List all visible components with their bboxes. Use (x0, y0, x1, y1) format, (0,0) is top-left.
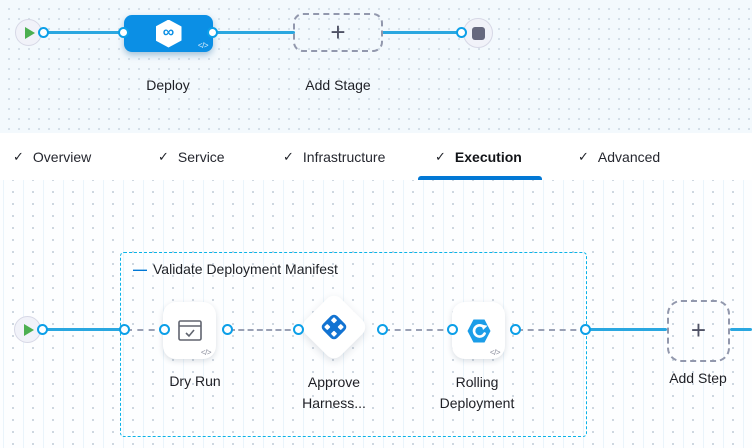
execution-canvas (0, 180, 752, 448)
step-node-rolling-deployment[interactable]: </> (452, 302, 505, 359)
code-view-icon: </> (197, 41, 209, 50)
connector-port[interactable] (293, 324, 304, 335)
connector-port[interactable] (207, 27, 218, 38)
connector-port[interactable] (456, 27, 467, 38)
collapse-minus-icon[interactable]: — (133, 261, 147, 277)
tab-label: Advanced (597, 148, 661, 165)
add-step-label: Add Step (669, 370, 727, 386)
rolling-deployment-icon (467, 319, 490, 342)
play-icon (24, 323, 34, 336)
connector-port[interactable] (222, 324, 233, 335)
connector-line (384, 329, 454, 331)
step-label-line: Rolling (455, 374, 499, 390)
tab-label: Overview (32, 148, 92, 165)
deploy-stage-icon: ∞ (155, 19, 182, 48)
connector-line (40, 328, 122, 331)
code-view-icon: </> (200, 348, 212, 357)
step-group-box (120, 252, 587, 437)
check-icon: ✓ (435, 148, 446, 164)
active-tab-underline (418, 176, 542, 180)
tab-service[interactable]: ✓ Service (158, 133, 225, 180)
connector-line (126, 329, 166, 331)
harness-approval-icon (321, 314, 347, 340)
connector-port[interactable] (510, 324, 521, 335)
add-step-button[interactable]: + (667, 300, 730, 362)
tab-label: Execution (454, 148, 522, 165)
infinity-glyph: ∞ (162, 23, 175, 41)
step-label-dry-run: Dry Run (169, 373, 221, 389)
check-icon: ✓ (158, 148, 169, 164)
connector-port[interactable] (37, 324, 48, 335)
play-icon (25, 26, 35, 39)
plus-icon: + (690, 315, 707, 345)
step-label-line: Deployment (439, 395, 515, 411)
connector-line (213, 31, 295, 34)
step-node-dry-run[interactable]: </> (163, 302, 216, 359)
stage-config-tab-bar: ✓ Overview ✓ Service ✓ Infrastructure ✓ … (0, 133, 752, 180)
stage-node-deploy[interactable]: ∞ </> (124, 15, 213, 52)
tab-advanced[interactable]: ✓ Advanced (578, 133, 660, 180)
tab-label: Service (177, 148, 225, 165)
connector-port[interactable] (447, 324, 458, 335)
tab-execution[interactable]: ✓ Execution (435, 133, 522, 180)
connector-line (229, 329, 300, 331)
connector-line (588, 328, 667, 331)
connector-port[interactable] (159, 324, 170, 335)
add-stage-label: Add Stage (305, 77, 371, 93)
connector-line (730, 328, 752, 331)
connector-port[interactable] (118, 27, 129, 38)
pipeline-end-node (463, 18, 493, 48)
dry-run-icon (177, 319, 202, 341)
step-node-approve[interactable] (298, 291, 370, 363)
step-label-rolling: Rolling Deployment (427, 372, 527, 414)
connector-line (42, 31, 124, 34)
add-stage-button[interactable]: + (293, 13, 383, 52)
connector-line (517, 329, 587, 331)
connector-port[interactable] (580, 324, 591, 335)
pipeline-start-node (15, 19, 42, 46)
stop-icon (471, 26, 485, 40)
connector-port[interactable] (38, 27, 49, 38)
check-icon: ✓ (578, 148, 589, 164)
connector-port[interactable] (119, 324, 130, 335)
step-label-line: Harness... (302, 395, 366, 411)
check-icon: ✓ (283, 148, 294, 164)
code-view-icon: </> (489, 348, 501, 357)
step-label-approve: Approve Harness... (284, 372, 384, 414)
tab-label: Infrastructure (302, 148, 386, 165)
tab-overview[interactable]: ✓ Overview (13, 133, 91, 180)
stage-label: Deploy (146, 77, 190, 93)
connector-port[interactable] (377, 324, 388, 335)
step-group-label: Validate Deployment Manifest (153, 261, 338, 277)
step-group-header[interactable]: — Validate Deployment Manifest (133, 261, 338, 277)
check-icon: ✓ (13, 148, 24, 164)
plus-icon: + (330, 16, 346, 47)
connector-line (381, 31, 463, 34)
tab-infrastructure[interactable]: ✓ Infrastructure (283, 133, 385, 180)
step-label-line: Approve (307, 374, 361, 390)
